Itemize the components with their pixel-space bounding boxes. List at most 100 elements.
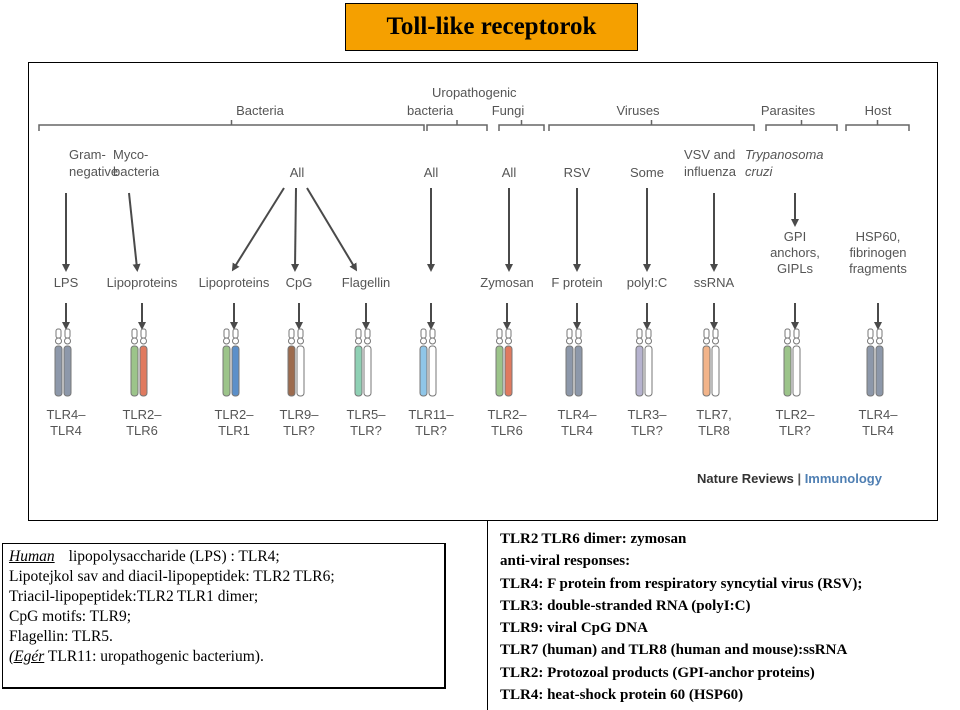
receptor-chain — [419, 345, 428, 397]
group-bracket — [845, 120, 910, 131]
receptor-label-r7: TLR2–TLR6 — [487, 407, 527, 438]
note-text: TLR11: uropathogenic bacterium). — [44, 648, 264, 665]
receptor-head — [64, 328, 71, 339]
receptor-head — [566, 337, 573, 345]
category-label-host: Host — [865, 103, 892, 118]
receptor-head — [288, 337, 295, 345]
note-line: TLR7 (human) and TLR8 (human and mouse):… — [500, 642, 848, 659]
receptor-chain — [231, 345, 240, 397]
receptor-head — [55, 328, 62, 339]
note-line: TLR2 TLR6 dimer: zymosan — [500, 531, 687, 547]
receptor-head — [876, 328, 883, 339]
receptor-chain — [130, 345, 139, 397]
receptor-head — [429, 328, 436, 339]
receptor-label-r10: TLR7,TLR8 — [696, 407, 731, 438]
receptor-chain — [428, 345, 437, 397]
ligand-label-fprot: F protein — [551, 275, 602, 290]
receptor-head — [784, 337, 791, 345]
receptor-head — [364, 328, 371, 339]
note-text: lipopolysaccharide (LPS) : TLR4; — [68, 548, 280, 565]
note-line: TLR9: viral CpG DNA — [500, 620, 648, 637]
group-bracket — [765, 120, 838, 131]
note-line: TLR4: heat-shock protein 60 (HSP60) — [500, 687, 744, 704]
receptor-head — [867, 328, 874, 339]
category-label-parasites: Parasites — [761, 103, 816, 118]
source-label-uro_all: All — [424, 165, 439, 180]
note-line: anti-viral responses: — [500, 553, 631, 570]
receptor-chain — [565, 345, 574, 397]
receptor-head — [505, 328, 512, 339]
receptor-r4 — [287, 328, 305, 397]
arrow-bact-lipo — [231, 187, 285, 272]
receptor-head — [793, 328, 800, 339]
receptor-head — [712, 328, 719, 339]
page-title: Toll-like receptorok — [386, 13, 597, 40]
source-label-rsv: RSV — [564, 165, 591, 180]
receptor-head — [131, 337, 138, 345]
group-bracket — [548, 120, 755, 131]
receptor-head — [876, 337, 883, 345]
receptor-chain — [783, 345, 792, 397]
receptor-label-r5: TLR5–TLR? — [346, 407, 386, 438]
receptor-head — [232, 328, 239, 339]
receptor-head — [867, 337, 874, 345]
source-label-fungi_all: All — [502, 165, 517, 180]
receptor-head — [140, 337, 147, 345]
category-label-fungi: Fungi — [492, 103, 525, 118]
receptor-head — [420, 328, 427, 339]
receptor-head — [703, 337, 710, 345]
receptor-head — [645, 328, 652, 339]
title-box: Toll-like receptorok — [345, 3, 638, 51]
receptor-chain — [222, 345, 231, 397]
receptor-head — [645, 337, 652, 345]
receptor-label-r1: TLR4–TLR4 — [46, 407, 86, 438]
receptor-head — [223, 337, 230, 345]
receptor-r10 — [702, 328, 720, 397]
receptor-head — [566, 328, 573, 339]
receptor-r12 — [866, 328, 884, 397]
arrow-bact-cpg — [291, 187, 300, 272]
receptor-chain — [866, 345, 875, 397]
ligand-label-lipo1: Lipoproteins — [107, 275, 178, 290]
receptor-chain — [354, 345, 363, 397]
ligand-label-ssrna: ssRNA — [694, 275, 735, 290]
receptor-head — [420, 337, 427, 345]
receptor-head — [793, 337, 800, 345]
ligand-label-flag: Flagellin — [342, 275, 390, 290]
receptor-chain — [574, 345, 583, 397]
category-label-uro1: Uropathogenic — [432, 85, 517, 100]
ligand-label-cpg: CpG — [286, 275, 313, 290]
receptor-head — [297, 337, 304, 345]
receptor-head — [355, 337, 362, 345]
receptor-chain — [363, 345, 372, 397]
receptor-head — [575, 328, 582, 339]
note-em: (Egér — [9, 648, 45, 665]
receptor-head — [55, 337, 62, 345]
arrow-myco-lipo — [128, 192, 141, 272]
receptor-chain — [139, 345, 148, 397]
note-line: TLR2: Protozoal products (GPI-anchor pro… — [500, 664, 815, 681]
receptor-head — [496, 337, 503, 345]
receptor-chain — [875, 345, 884, 397]
receptor-r5 — [354, 328, 372, 397]
arrow-bact-flag — [306, 187, 358, 272]
figure-credit: Nature Reviews | Immunology — [697, 471, 883, 486]
receptor-head — [496, 328, 503, 339]
receptor-chain — [504, 345, 513, 397]
source-label-myco: Myco-bacteria — [113, 147, 160, 179]
note-line: Triacil-lipopeptidek:TLR2 TLR1 dimer; — [9, 588, 259, 605]
receptor-chain — [702, 345, 711, 397]
receptor-chain — [495, 345, 504, 397]
receptor-label-r4: TLR9–TLR? — [279, 407, 319, 438]
receptor-head — [575, 337, 582, 345]
receptor-r2 — [130, 328, 148, 397]
receptor-head — [429, 337, 436, 345]
receptor-r6 — [419, 328, 437, 397]
receptor-r1 — [54, 328, 72, 397]
